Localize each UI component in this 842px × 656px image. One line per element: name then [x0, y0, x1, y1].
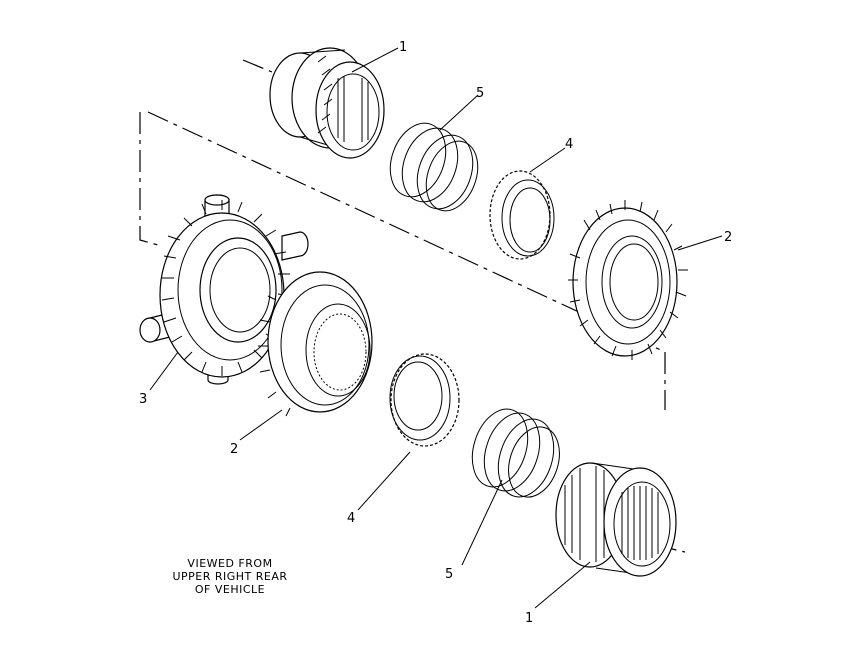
- friction-ring-upper: [489, 170, 555, 260]
- differential-case: [139, 194, 309, 385]
- callout-1-top: 1: [399, 40, 407, 55]
- callout-5-bottom: 5: [445, 567, 453, 582]
- clutch-ring-right: [568, 200, 688, 360]
- side-gear-upper: [269, 47, 385, 159]
- callout-leaders: [149, 47, 723, 609]
- callout-5-top: 5: [476, 86, 484, 101]
- callout-4-bottom: 4: [347, 511, 355, 526]
- callout-3: 3: [139, 392, 147, 407]
- clutch-ring-left: [258, 271, 373, 417]
- callout-2-right: 2: [724, 230, 732, 245]
- callout-2-left: 2: [230, 442, 238, 457]
- view-caption: VIEWED FROM UPPER RIGHT REAR OF VEHICLE: [172, 557, 287, 596]
- side-gear-lower: [555, 462, 677, 577]
- spring-set-upper: [389, 122, 479, 212]
- caption-line-2: UPPER RIGHT REAR: [172, 570, 287, 583]
- caption-line-3: OF VEHICLE: [195, 583, 265, 596]
- callout-1-bottom: 1: [525, 611, 533, 626]
- caption-line-1: VIEWED FROM: [187, 557, 272, 570]
- callout-labels: 1 5 4 2 3 2 4 5 1: [139, 40, 732, 626]
- callout-4-top: 4: [565, 137, 573, 152]
- spring-set-lower: [471, 408, 560, 498]
- friction-ring-lower: [389, 353, 460, 447]
